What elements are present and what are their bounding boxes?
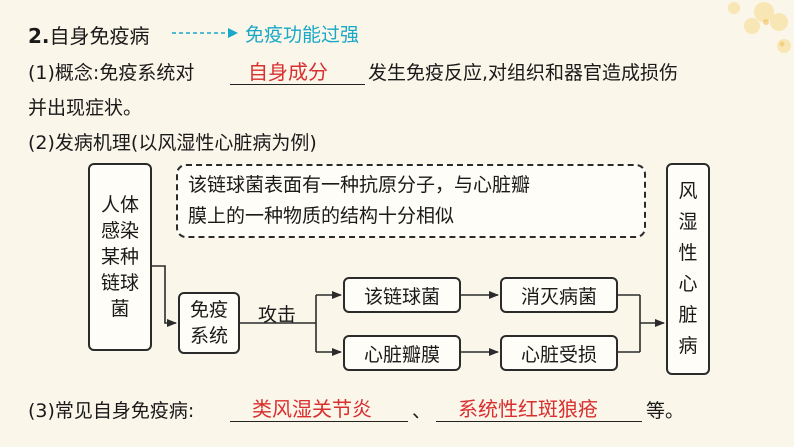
- concept-label: (1)概念:免疫系统对: [28, 62, 195, 84]
- result-valve-text: 心脏受损: [520, 343, 597, 366]
- target-valve-box: 心脏瓣膜: [343, 335, 461, 371]
- disease-text-4: 心: [678, 273, 698, 295]
- disease-box: 风 湿 性 心 脏 病: [666, 163, 710, 375]
- target-bacteria-box: 该链球菌: [343, 277, 461, 313]
- examples-blank-1: [230, 421, 408, 422]
- heading-annotation: 免疫功能过强: [245, 24, 360, 46]
- dashed-arrow: [172, 28, 238, 38]
- disease-text-3: 性: [678, 242, 698, 264]
- disease-text-2: 湿: [678, 211, 698, 233]
- examples-separator: 、: [412, 400, 432, 422]
- concept-rest-line2: 并出现症状。: [28, 97, 143, 119]
- examples-suffix: 等。: [646, 400, 685, 422]
- antigen-note-line1: 该链球菌表面有一种抗原分子，与心脏瓣: [188, 174, 531, 196]
- section-heading: 2.自身免疫病: [28, 20, 150, 49]
- disease-text-6: 病: [678, 335, 698, 357]
- concept-blank: [230, 84, 365, 85]
- target-valve-text: 心脏瓣膜: [363, 343, 440, 366]
- infection-text-2: 感染: [100, 220, 139, 242]
- flower-decoration: [728, 2, 791, 53]
- immune-system-box: 免疫 系统: [178, 292, 240, 354]
- examples-answer-1: 类风湿关节炎: [252, 397, 372, 421]
- attack-label: 攻击: [258, 304, 297, 326]
- concept-answer: 自身成分: [248, 60, 328, 84]
- infection-box: 人体 感染 某种 链球 菌: [88, 163, 152, 351]
- disease-text-5: 脏: [678, 304, 698, 326]
- result-bacteria-text: 消灭病菌: [520, 285, 597, 308]
- infection-text-1: 人体: [100, 194, 139, 216]
- immune-text-2: 系统: [189, 325, 228, 347]
- mechanism-label: (2)发病机理(以风湿性心脏病为例): [28, 132, 317, 154]
- examples-answer-2: 系统性红斑狼疮: [458, 397, 598, 421]
- concept-rest-line1: 发生免疫反应,对组织和器官造成损伤: [368, 62, 679, 84]
- target-bacteria-text: 该链球菌: [363, 285, 440, 308]
- disease-text-1: 风: [678, 180, 698, 202]
- antigen-note-line2: 膜上的一种物质的结构十分相似: [188, 205, 455, 227]
- antigen-note-box: 该链球菌表面有一种抗原分子，与心脏瓣 膜上的一种物质的结构十分相似: [176, 164, 646, 238]
- result-bacteria-box: 消灭病菌: [500, 277, 618, 313]
- infection-text-3: 某种: [100, 246, 139, 268]
- immune-text-1: 免疫: [189, 299, 228, 321]
- examples-blank-2: [436, 421, 642, 422]
- infection-text-4: 链球: [100, 272, 139, 294]
- heading-title: 自身免疫病: [49, 24, 150, 48]
- result-valve-box: 心脏受损: [500, 335, 618, 371]
- examples-label: (3)常见自身免疫病:: [28, 400, 195, 422]
- infection-text-5: 菌: [110, 298, 130, 320]
- heading-number: 2.: [28, 24, 50, 48]
